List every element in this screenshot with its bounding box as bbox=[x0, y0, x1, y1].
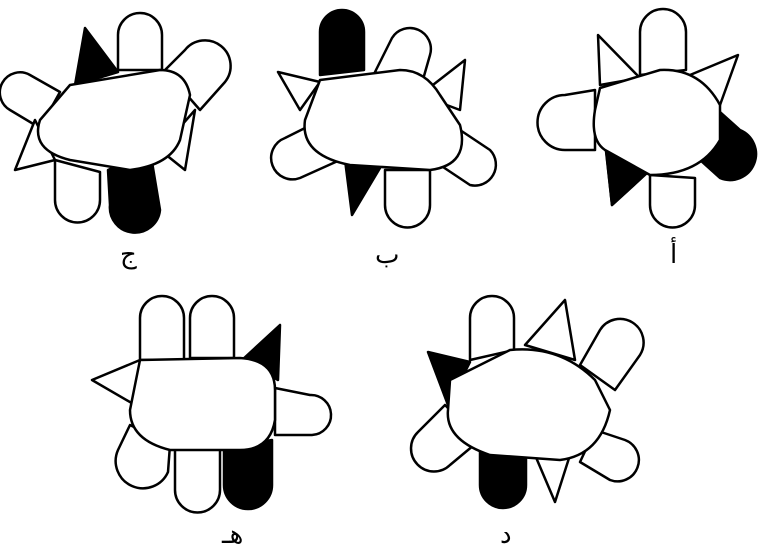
label-dal: د bbox=[500, 522, 512, 548]
label-jim: ج bbox=[120, 242, 137, 268]
label-ha: هـ bbox=[222, 522, 243, 548]
figure-jim bbox=[0, 13, 231, 233]
figure-dal bbox=[411, 296, 644, 508]
figure-alif bbox=[538, 9, 756, 228]
figure-ha bbox=[92, 296, 331, 512]
label-alif: أ bbox=[670, 242, 677, 268]
label-ba: ب bbox=[375, 242, 399, 268]
figure-ba bbox=[271, 10, 496, 228]
